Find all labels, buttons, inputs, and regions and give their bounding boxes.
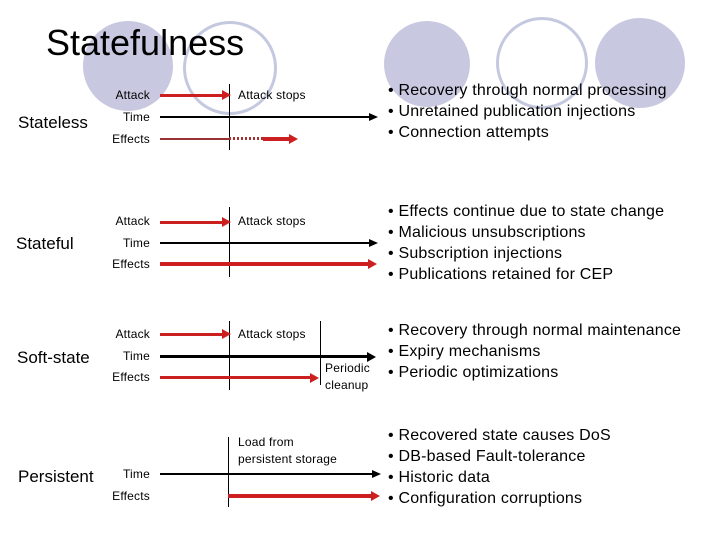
effects-label: Effects bbox=[112, 489, 150, 503]
slide-title: Statefulness bbox=[46, 22, 245, 63]
bullet-item: Malicious unsubscriptions bbox=[388, 222, 664, 243]
attack-label: Attack bbox=[115, 214, 150, 228]
attack-stops-label: Attack stops bbox=[238, 88, 306, 102]
attack-label: Attack bbox=[115, 88, 150, 102]
periodic-cleanup-line bbox=[320, 321, 321, 385]
row-label-persistent: Persistent bbox=[18, 467, 94, 486]
bullet-item: Expiry mechanisms bbox=[388, 341, 681, 362]
effects-line bbox=[228, 494, 372, 498]
bullet-item: Configuration corruptions bbox=[388, 488, 611, 509]
bullet-list-soft-state: Recovery through normal maintenance Expi… bbox=[388, 320, 681, 383]
attack-arrow-line bbox=[160, 333, 222, 336]
time-arrow-head bbox=[369, 239, 378, 247]
bullet-item: Connection attempts bbox=[388, 122, 667, 143]
effects-arrow-head bbox=[289, 134, 298, 144]
attack-arrow-head bbox=[222, 217, 231, 227]
bullet-item: DB-based Fault-tolerance bbox=[388, 446, 611, 467]
bullet-item: Periodic optimizations bbox=[388, 362, 681, 383]
decorative-circle-filled-1 bbox=[83, 21, 173, 111]
time-line bbox=[160, 116, 370, 118]
bullet-list-stateless: Recovery through normal processing Unret… bbox=[388, 80, 667, 143]
effects-label: Effects bbox=[112, 370, 150, 384]
effects-line-bright bbox=[263, 137, 290, 141]
bullet-item: Recovered state causes DoS bbox=[388, 425, 611, 446]
time-line bbox=[160, 473, 373, 475]
attack-stops-label: Attack stops bbox=[238, 327, 306, 341]
time-label: Time bbox=[122, 110, 150, 124]
row-label-stateless: Stateless bbox=[18, 113, 88, 132]
bullet-list-stateful: Effects continue due to state change Mal… bbox=[388, 201, 664, 285]
effects-label: Effects bbox=[112, 132, 150, 146]
periodic-label: Periodic bbox=[325, 361, 370, 375]
attack-arrow-line bbox=[160, 221, 222, 224]
decorative-circle-outline-1 bbox=[183, 21, 277, 115]
bullet-item: Effects continue due to state change bbox=[388, 201, 664, 222]
time-arrow-head bbox=[367, 352, 376, 362]
attack-arrow-head bbox=[222, 90, 231, 100]
time-line bbox=[160, 242, 370, 244]
bullet-item: Recovery through normal processing bbox=[388, 80, 667, 101]
bullet-item: Publications retained for CEP bbox=[388, 264, 664, 285]
bullet-item: Historic data bbox=[388, 467, 611, 488]
bullet-list-persistent: Recovered state causes DoS DB-based Faul… bbox=[388, 425, 611, 509]
time-label: Time bbox=[122, 467, 150, 481]
row-label-soft-state: Soft-state bbox=[17, 348, 90, 367]
persistent-storage-label: persistent storage bbox=[238, 452, 337, 466]
attack-arrow-head bbox=[222, 329, 231, 339]
effects-arrow-head bbox=[368, 259, 377, 269]
periodic-cleanup-label: Periodic cleanup bbox=[325, 360, 370, 394]
effects-line bbox=[160, 262, 369, 266]
effects-arrow-head bbox=[310, 373, 319, 383]
time-arrow-head bbox=[369, 113, 378, 121]
row-label-stateful: Stateful bbox=[16, 234, 74, 253]
load-storage-label: Load from persistent storage bbox=[238, 434, 337, 468]
effects-line-solid bbox=[160, 138, 229, 140]
attack-arrow-line bbox=[160, 94, 222, 97]
effects-arrow-head bbox=[371, 491, 380, 501]
load-storage-line bbox=[228, 437, 229, 507]
time-label: Time bbox=[122, 236, 150, 250]
bullet-item: Unretained publication injections bbox=[388, 101, 667, 122]
time-label: Time bbox=[122, 349, 150, 363]
time-line bbox=[160, 355, 368, 358]
effects-line-dotted bbox=[229, 137, 263, 140]
cleanup-label: cleanup bbox=[325, 378, 369, 392]
attack-stops-label: Attack stops bbox=[238, 214, 306, 228]
effects-line bbox=[160, 376, 310, 379]
bullet-item: Recovery through normal maintenance bbox=[388, 320, 681, 341]
time-arrow-head bbox=[372, 470, 381, 478]
attack-label: Attack bbox=[115, 327, 150, 341]
effects-label: Effects bbox=[112, 257, 150, 271]
bullet-item: Subscription injections bbox=[388, 243, 664, 264]
load-from-label: Load from bbox=[238, 435, 294, 449]
